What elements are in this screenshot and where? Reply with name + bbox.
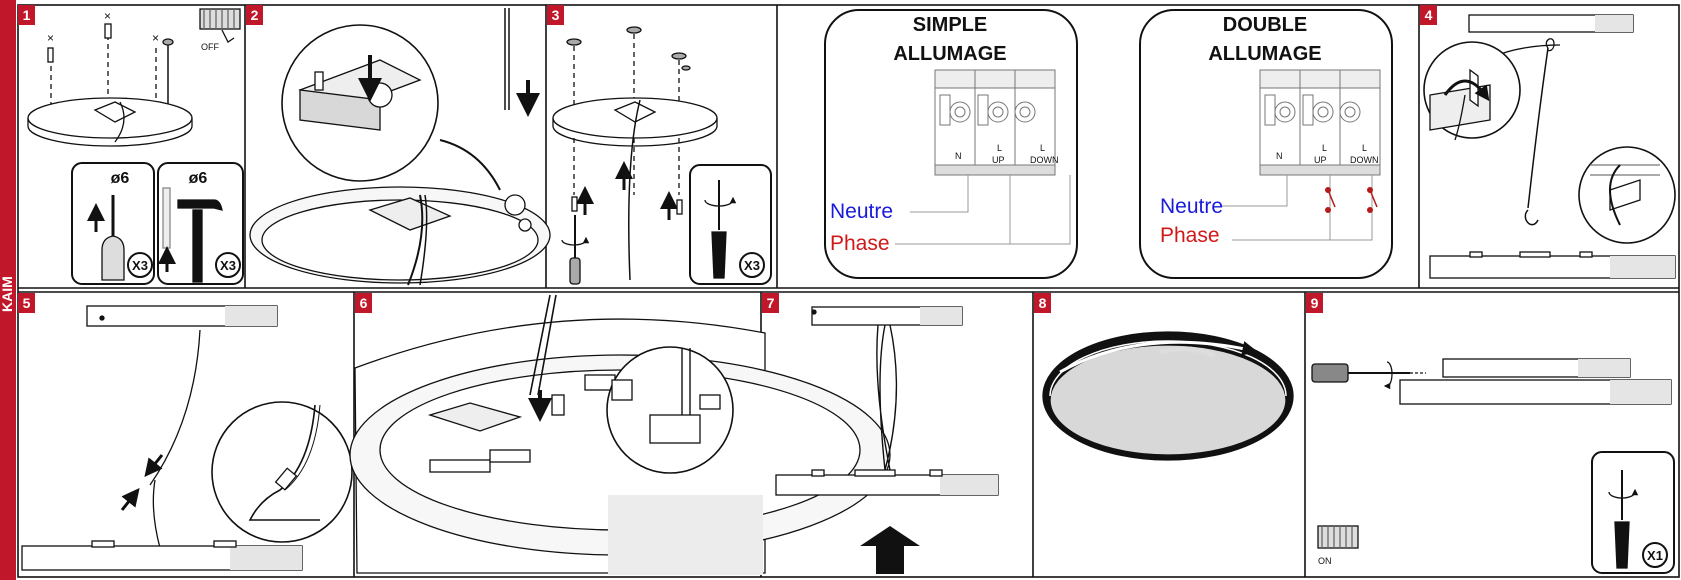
terminal-down-label: DOWN [1030, 155, 1059, 165]
hammer-icon [177, 199, 223, 283]
wiring-simple-phase-label: Phase [830, 232, 890, 255]
wiring-double-title-1: DOUBLE [1223, 14, 1307, 36]
step-4-hook-safety-cable [1423, 14, 1676, 279]
terminal-l-label: L [997, 143, 1002, 153]
wiring-simple-neutral-label: Neutre [830, 200, 893, 223]
drill-count-label: X3 [132, 258, 148, 273]
terminal-block-icon [1259, 69, 1381, 176]
terminal-n-label: N [955, 151, 962, 161]
step-number: 8 [1039, 295, 1047, 311]
step-number: 7 [767, 295, 775, 311]
terminal-l-label: L [1362, 143, 1367, 153]
step-7-push-up [775, 306, 999, 574]
wiring-double-neutral-label: Neutre [1160, 195, 1223, 218]
wiring-simple-title-1: SIMPLE [913, 14, 987, 36]
step-number: 5 [23, 295, 31, 311]
power-off-label: OFF [201, 42, 219, 52]
drill-icon [87, 195, 125, 281]
step-number: 9 [1311, 295, 1319, 311]
terminal-up-label: UP [1314, 155, 1327, 165]
step-5-connect-cable [21, 305, 353, 571]
step-number: 1 [23, 7, 31, 23]
step-badge-8: 8 [1034, 293, 1051, 313]
brand-sidebar: KAIM [0, 0, 16, 580]
step-2-attach-wire [249, 8, 551, 286]
power-on-label: ON [1318, 556, 1332, 566]
step-8-clip-diffuser [1042, 331, 1294, 461]
terminal-up-label: UP [992, 155, 1005, 165]
step-badges: 1 2 3 4 5 6 7 8 9 [18, 5, 1437, 313]
brand-name: KAIM [0, 276, 15, 312]
step-number: 2 [251, 7, 259, 23]
drill-diameter-label: ø6 [111, 170, 130, 187]
plug-count-label: X3 [220, 258, 236, 273]
plug-diameter-label: ø6 [189, 170, 208, 187]
power-on-switch-icon [1317, 525, 1359, 549]
step-badge-4: 4 [1420, 5, 1437, 25]
step-6-insert-wire [349, 294, 891, 575]
step-number: 3 [552, 7, 560, 23]
arrow-up-icon [860, 526, 920, 574]
screw-count-label: X1 [1647, 548, 1663, 563]
no-drill-mark: × [104, 9, 111, 23]
wiring-double-title-2: ALLUMAGE [1208, 43, 1321, 65]
terminal-block-icon [934, 69, 1056, 176]
no-drill-mark: × [47, 31, 54, 45]
step-3-screw-base: X3 [552, 26, 772, 285]
terminal-n-label: N [1276, 151, 1283, 161]
step-9-final-screw: ON X1 [1311, 358, 1675, 574]
step-1-drill-and-fix: OFF × × × ø6 X3 ø6 [27, 8, 244, 285]
terminal-l-label: L [1040, 143, 1045, 153]
screwdriver-icon [561, 215, 590, 285]
step-badge-6: 6 [355, 293, 372, 313]
step-badge-2: 2 [246, 5, 263, 25]
step-badge-5: 5 [18, 293, 35, 313]
step-badge-7: 7 [762, 293, 779, 313]
step-badge-1: 1 [18, 5, 35, 25]
wiring-double-allumage: DOUBLE ALLUMAGE N L UP L DOWN [1139, 9, 1393, 279]
wiring-double-phase-label: Phase [1160, 224, 1220, 247]
terminal-l-label: L [1322, 143, 1327, 153]
wiring-simple-allumage: SIMPLE ALLUMAGE N L UP L DOWN Neutre Pha… [824, 9, 1078, 279]
screw-count-label: X3 [744, 258, 760, 273]
terminal-down-label: DOWN [1350, 155, 1379, 165]
screwdriver-icon [1311, 361, 1410, 390]
step-number: 6 [360, 295, 368, 311]
no-drill-mark: × [152, 31, 159, 45]
power-off-switch-icon [199, 8, 241, 43]
double-switch-icon [1325, 187, 1378, 213]
wiring-simple-title-2: ALLUMAGE [893, 43, 1006, 65]
step-badge-9: 9 [1306, 293, 1323, 313]
step-number: 4 [1425, 7, 1433, 23]
step-badge-3: 3 [547, 5, 564, 25]
